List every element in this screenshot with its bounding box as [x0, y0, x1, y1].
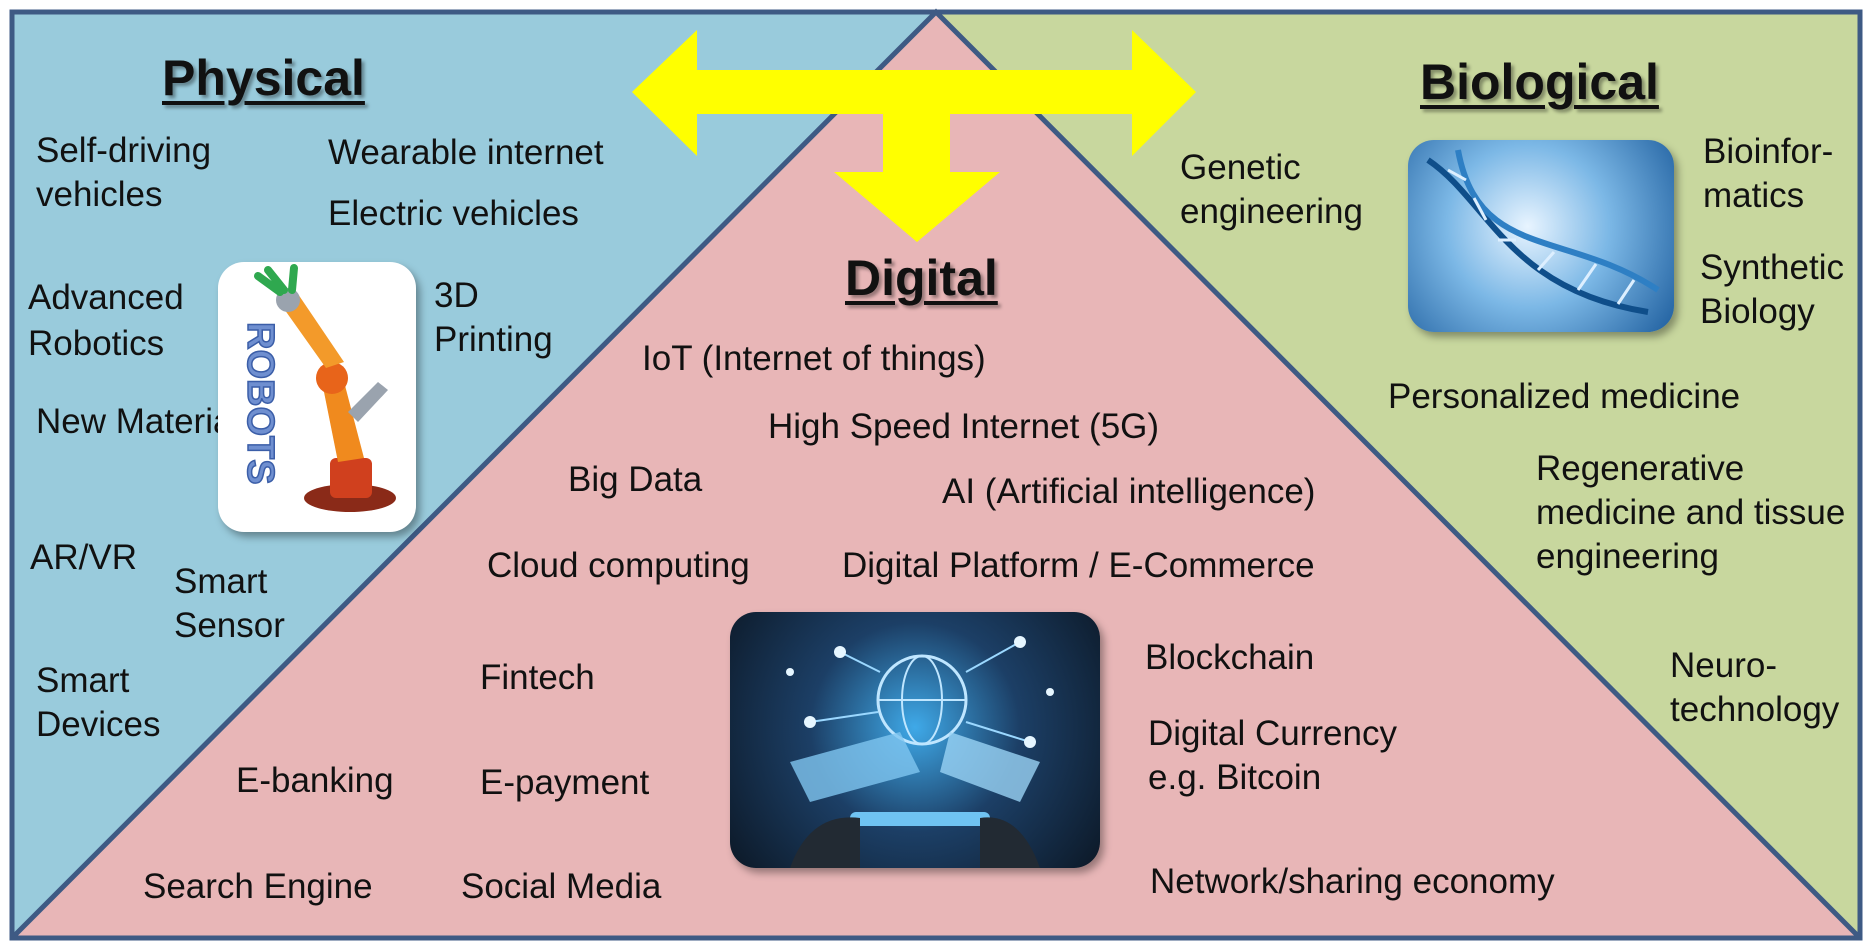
- digital-label-network: Network/sharing economy: [1150, 862, 1555, 901]
- digital-label-cloud: Cloud computing: [487, 546, 750, 585]
- physical-label-self-driving-2: vehicles: [36, 175, 163, 214]
- robot-arm-image: ROBOTS: [218, 262, 416, 532]
- digital-label-currency-2: e.g. Bitcoin: [1148, 758, 1322, 797]
- bio-label-personalized: Personalized medicine: [1388, 377, 1741, 416]
- digital-network-icon: [786, 636, 1054, 868]
- bio-label-neuro-2: technology: [1670, 690, 1840, 729]
- physical-label-electric: Electric vehicles: [328, 194, 579, 233]
- robot-arm-icon: ROBOTS: [238, 264, 396, 512]
- physical-label-self-driving-1: Self-driving: [36, 131, 212, 170]
- bio-label-bioinformatics-1: Bioinfor-: [1703, 132, 1834, 171]
- digital-label-epayment: E-payment: [480, 763, 650, 802]
- physical-label-sensor-2: Sensor: [174, 606, 285, 645]
- physical-label-wearable: Wearable internet: [328, 133, 604, 172]
- bio-label-genetic-2: engineering: [1180, 192, 1363, 231]
- physical-label-arvr: AR/VR: [30, 538, 137, 577]
- bio-label-neuro-1: Neuro-: [1670, 646, 1777, 685]
- dna-helix-icon: [1426, 149, 1660, 315]
- digital-label-platform: Digital Platform / E-Commerce: [842, 546, 1315, 585]
- digital-region: [12, 12, 1860, 938]
- bio-label-regenerative-2: medicine and tissue: [1536, 493, 1846, 532]
- digital-label-blockchain: Blockchain: [1145, 638, 1315, 677]
- digital-label-ebanking: E-banking: [236, 761, 394, 800]
- down-arrow-icon: [834, 114, 1000, 242]
- digital-title: Digital: [845, 250, 998, 306]
- biological-title: Biological: [1420, 54, 1659, 110]
- physical-label-robotics-2: Robotics: [28, 324, 165, 363]
- dna-image: [1408, 140, 1674, 332]
- physical-label-3d-2: Printing: [434, 320, 553, 359]
- physical-label-sensor-1: Smart: [174, 562, 268, 601]
- bio-label-genetic-1: Genetic: [1180, 148, 1301, 187]
- bio-label-bioinformatics-2: matics: [1703, 176, 1805, 215]
- bio-label-synthetic-1: Synthetic: [1700, 248, 1844, 287]
- physical-label-robotics-1: Advanced: [28, 278, 184, 317]
- digital-label-social: Social Media: [461, 867, 662, 906]
- digital-label-fintech: Fintech: [480, 658, 595, 697]
- triangle-edge: [10, 8, 1862, 940]
- digital-label-search: Search Engine: [143, 867, 373, 906]
- bio-label-regenerative-3: engineering: [1536, 537, 1719, 576]
- digital-network-image: [730, 612, 1100, 868]
- physical-label-3d-1: 3D: [434, 276, 479, 315]
- bio-label-regenerative-1: Regenerative: [1536, 449, 1745, 488]
- bio-label-synthetic-2: Biology: [1700, 292, 1815, 331]
- physical-label-devices-1: Smart: [36, 661, 130, 700]
- digital-label-5g: High Speed Internet (5G): [768, 407, 1160, 446]
- double-headed-arrow-icon: [632, 30, 1196, 156]
- digital-label-iot: IoT (Internet of things): [642, 339, 986, 378]
- robot-letters: ROBOTS: [239, 322, 281, 485]
- digital-label-ai: AI (Artificial intelligence): [942, 472, 1316, 511]
- digital-label-big-data: Big Data: [568, 460, 703, 499]
- physical-title: Physical: [162, 50, 365, 106]
- physical-label-devices-2: Devices: [36, 705, 161, 744]
- digital-label-currency-1: Digital Currency: [1148, 714, 1397, 753]
